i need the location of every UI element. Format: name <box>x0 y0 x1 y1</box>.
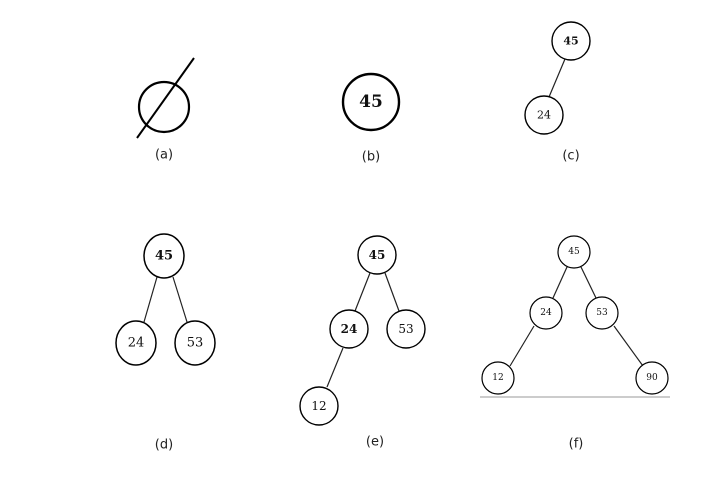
tree-edge <box>326 347 344 388</box>
tree-node: 24 <box>329 309 369 349</box>
node-label: 12 <box>492 373 503 383</box>
caption-f: (f) <box>569 437 584 452</box>
node-circle <box>143 233 185 279</box>
node-circle <box>585 296 619 330</box>
tree-edge <box>354 272 371 312</box>
node-circle <box>115 320 157 366</box>
node-label: 90 <box>646 373 658 383</box>
caption-d: (d) <box>155 438 173 453</box>
node-label: 45 <box>369 248 386 262</box>
tree-node: 12 <box>299 386 339 426</box>
node-circle <box>299 386 339 426</box>
node-label: 45 <box>563 35 578 48</box>
tree-node: 53 <box>174 320 216 366</box>
node-circle <box>481 361 515 395</box>
tree-edge <box>548 58 566 98</box>
node-circle <box>386 309 426 349</box>
node-label: 24 <box>341 322 358 336</box>
node-circle <box>341 72 401 132</box>
tree-node: 24 <box>529 296 563 330</box>
node-label: 45 <box>155 249 173 264</box>
tree-node: 45 <box>557 235 591 269</box>
tree-edge <box>384 272 400 312</box>
tree-edge <box>552 266 568 299</box>
tree-edge <box>172 276 188 323</box>
panel-d: 45 24 53 (d) <box>115 233 216 453</box>
caption-e: (e) <box>366 435 384 450</box>
caption-a: (a) <box>155 148 173 163</box>
panel-c: 45 24 (c) <box>524 21 591 164</box>
panel-f: 45 24 53 12 90 (f) <box>480 235 670 452</box>
node-circle <box>551 21 591 61</box>
tree-node: 53 <box>386 309 426 349</box>
node-circle <box>524 95 564 135</box>
caption-c: (c) <box>562 149 579 164</box>
tree-node: 90 <box>635 361 669 395</box>
tree-edge <box>613 325 644 367</box>
node-circle <box>635 361 669 395</box>
tree-node: 45 <box>357 235 397 275</box>
empty-set-symbol <box>136 57 195 139</box>
tree-edge <box>509 325 535 367</box>
tree-edge <box>580 266 597 299</box>
node-circle <box>557 235 591 269</box>
node-label: 45 <box>359 92 383 112</box>
tree-node: 12 <box>481 361 515 395</box>
node-label: 45 <box>568 247 580 257</box>
panel-b: 45 (b) <box>341 72 401 165</box>
tree-node: 45 <box>341 72 401 132</box>
tree-node: 24 <box>115 320 157 366</box>
node-label: 53 <box>187 336 204 351</box>
panel-a: (a) <box>136 57 195 163</box>
tree-node: 45 <box>143 233 185 279</box>
tree-node: 45 <box>551 21 591 61</box>
panel-e: 45 24 53 12 (e) <box>299 235 426 450</box>
node-circle <box>174 320 216 366</box>
node-label: 24 <box>540 308 552 318</box>
node-label: 12 <box>311 399 326 413</box>
node-circle <box>529 296 563 330</box>
node-label: 53 <box>596 308 608 318</box>
node-label: 24 <box>128 336 145 351</box>
node-circle <box>357 235 397 275</box>
node-circle <box>329 309 369 349</box>
caption-b: (b) <box>362 150 380 165</box>
node-label: 53 <box>398 322 413 336</box>
node-label: 24 <box>537 109 551 122</box>
tree-edge <box>143 276 158 323</box>
tree-node: 24 <box>524 95 564 135</box>
empty-set-circle <box>137 80 191 134</box>
tree-node: 53 <box>585 296 619 330</box>
empty-set-slash <box>136 57 195 139</box>
